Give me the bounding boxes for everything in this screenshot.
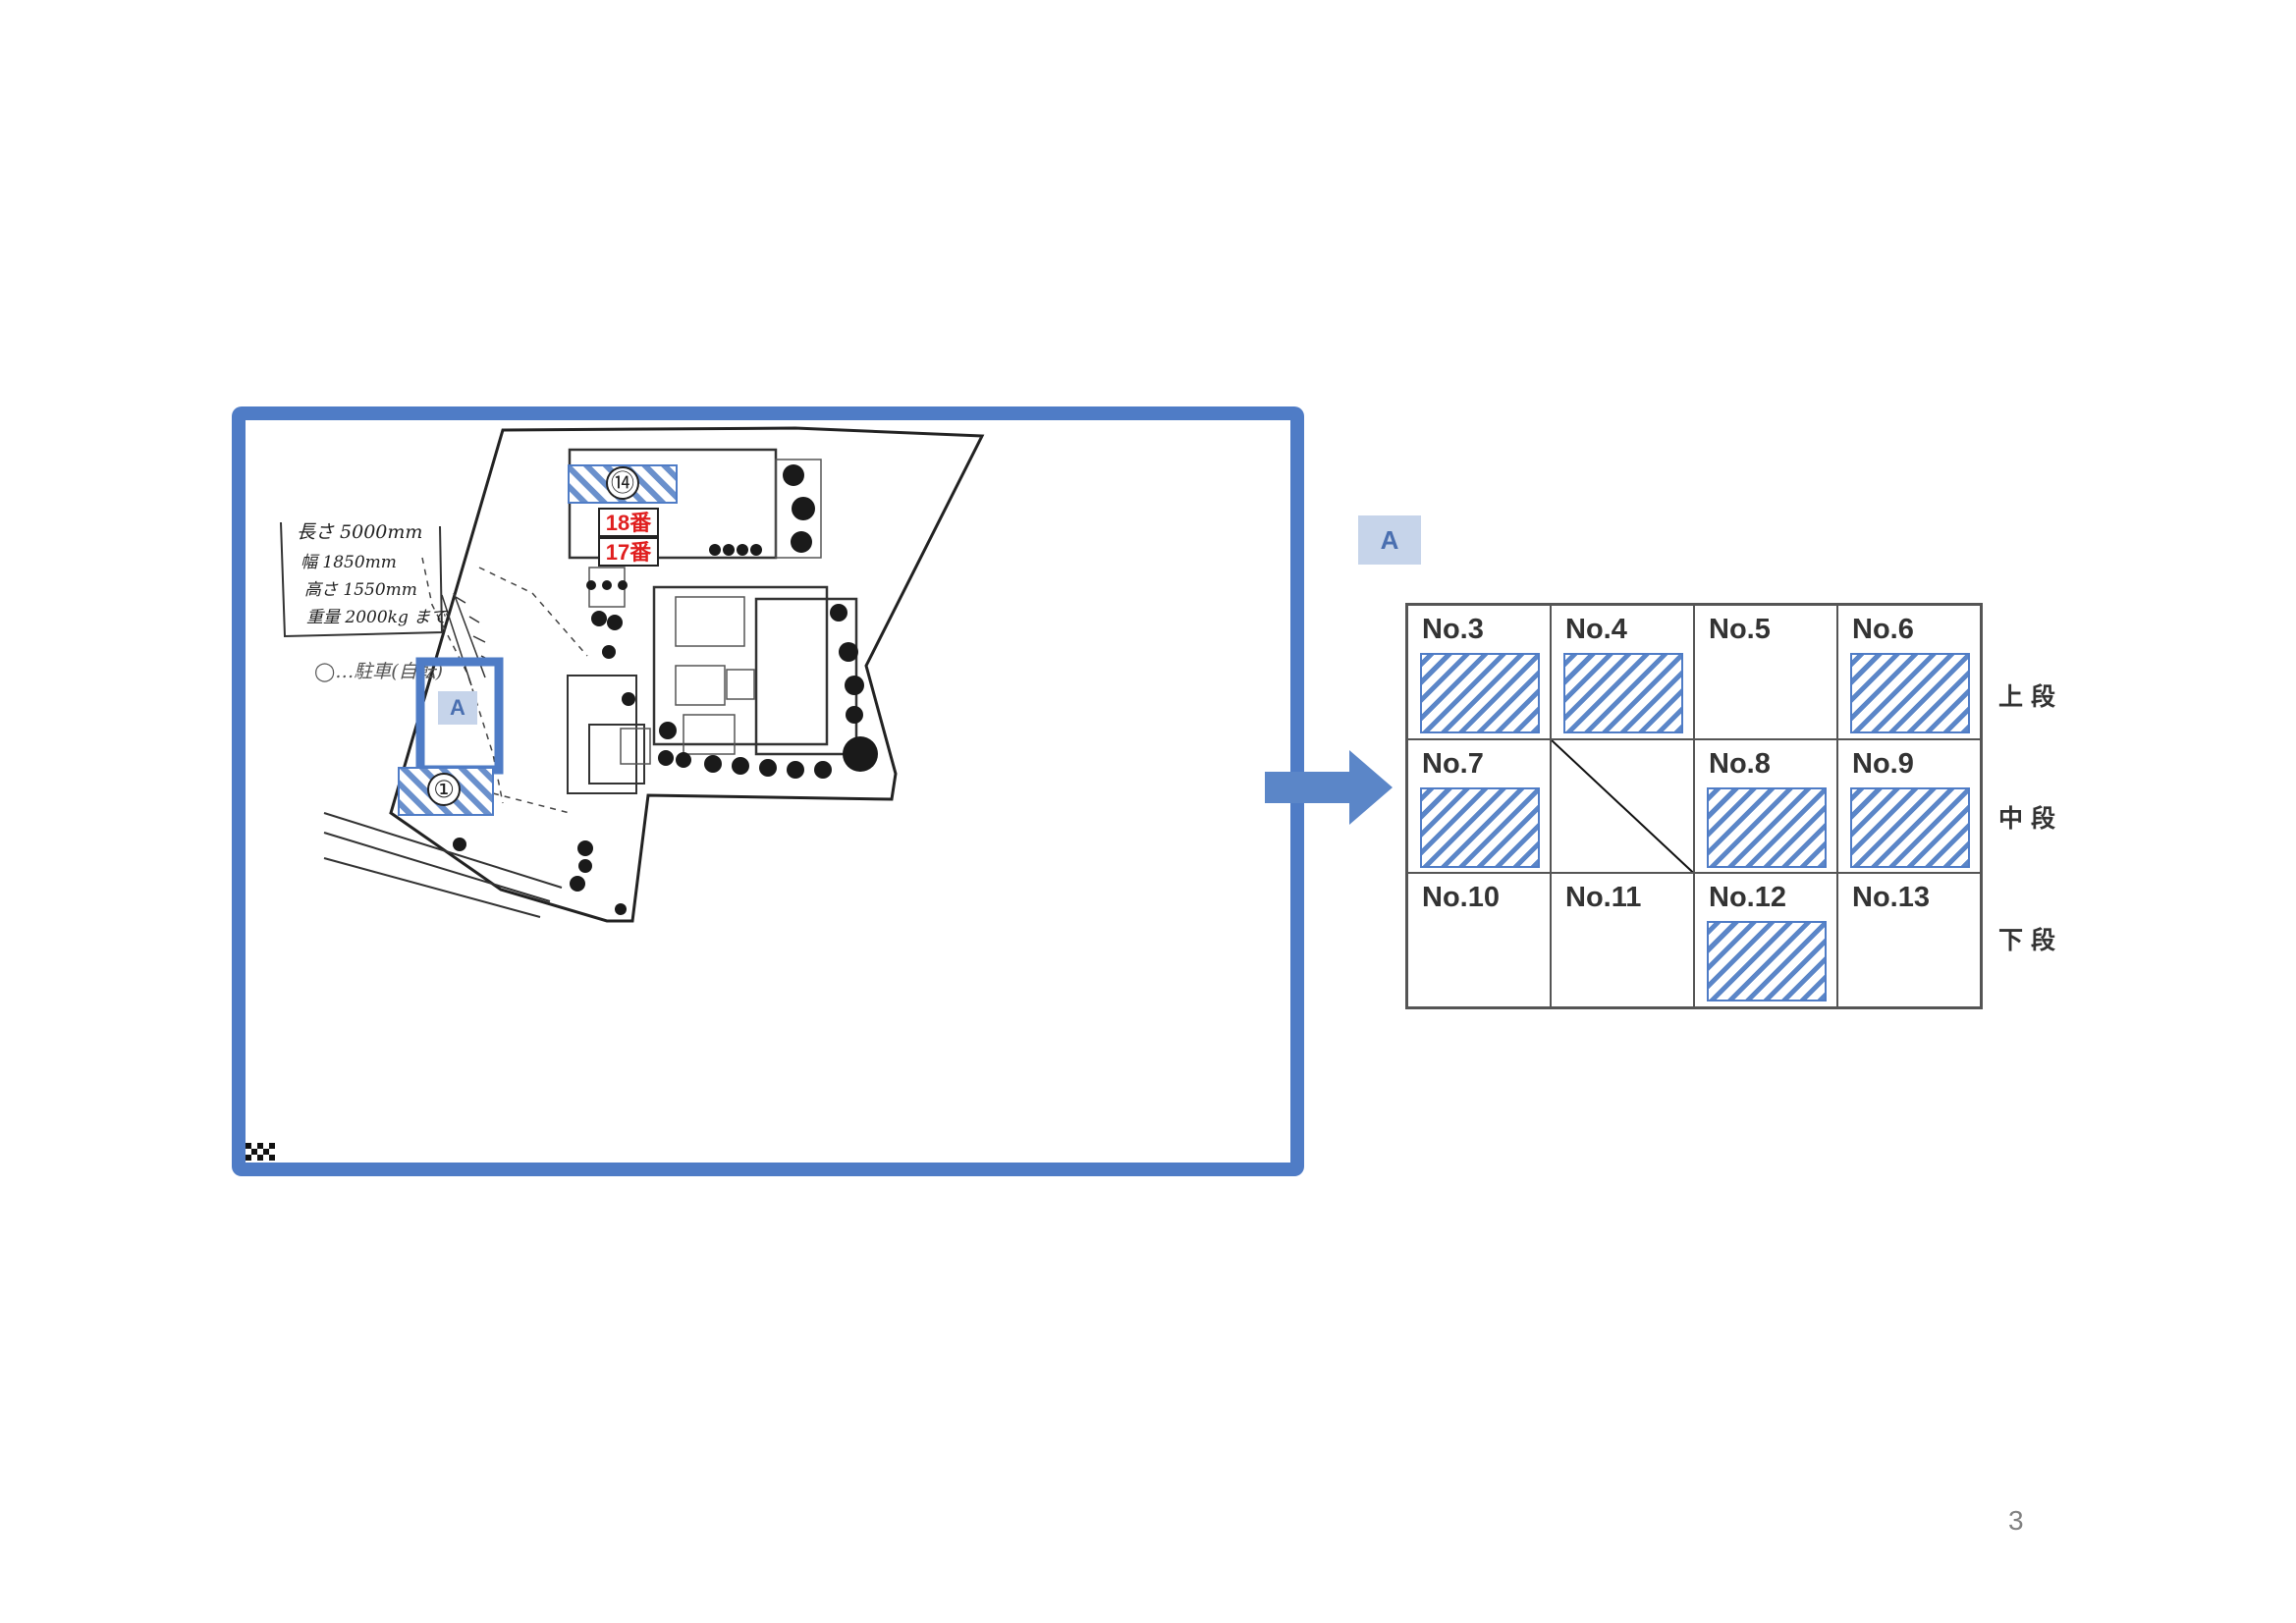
slot-no-3: No.3 — [1407, 605, 1551, 739]
building-entrance — [567, 675, 637, 794]
slot-occupied-hatch — [1563, 653, 1683, 733]
stall-1-circle — [427, 773, 461, 806]
note-weight: 重量 2000kg まで — [306, 608, 448, 627]
area-a-tag — [438, 691, 477, 725]
slot-no-9: No.9 — [1837, 738, 1981, 874]
building-east — [754, 597, 858, 756]
site-plan-frame: 長さ 5000mm 幅 1850mm 高さ 1550mm 重量 2000kg ま… — [232, 406, 1304, 1176]
note-height: 高さ 1550mm — [304, 580, 417, 600]
slot-label: No.7 — [1422, 747, 1484, 780]
page-number: 3 — [2008, 1505, 2024, 1536]
slot-no-11: No.11 — [1551, 873, 1694, 1007]
detail-area-tag: A — [1358, 515, 1421, 565]
slot-occupied-hatch — [1850, 653, 1970, 733]
label-18: 18番 — [606, 511, 652, 535]
slot-label: No.11 — [1565, 882, 1642, 914]
slot-no-13: No.13 — [1837, 873, 1981, 1007]
slot-label: No.13 — [1852, 882, 1930, 914]
slot-label: No.10 — [1422, 882, 1500, 914]
slot-label: No.12 — [1709, 882, 1786, 914]
slot-no-12: No.12 — [1694, 873, 1837, 1007]
stall-lines — [441, 592, 494, 686]
label-17: 17番 — [606, 540, 652, 565]
building-room-3 — [726, 669, 755, 700]
slot-no-5: No.5 — [1694, 605, 1837, 739]
slot-no-10: No.10 — [1407, 873, 1551, 1007]
slot-occupied-hatch — [1420, 653, 1540, 733]
slot-no-7: No.7 — [1407, 738, 1551, 874]
slot-label: No.9 — [1852, 747, 1914, 780]
stall-14-number: ⑭ — [611, 470, 634, 497]
tier-label-middle: 中段 — [1998, 805, 2064, 833]
slot-no-6: No.6 — [1837, 605, 1981, 739]
tier-label-upper: 上段 — [1998, 683, 2064, 711]
slot-occupied-hatch — [1707, 921, 1827, 1002]
slot-unavailable — [1551, 738, 1694, 874]
slot-label: No.4 — [1565, 614, 1627, 645]
slot-occupied-hatch — [1850, 786, 1970, 868]
note-length: 長さ 5000mm — [297, 521, 422, 543]
tier-label-lower: 下段 — [1998, 927, 2064, 954]
diagonal-slash-icon — [1552, 740, 1693, 873]
parking-slot-grid: No.3 No.4 No.5 No.6 No.7 No.8 No.9 No.10… — [1405, 603, 1983, 1009]
building-room-5 — [775, 459, 822, 559]
slot-label: No.3 — [1422, 614, 1484, 645]
label-18-box — [598, 508, 659, 537]
building-room-7 — [620, 728, 651, 765]
trees — [453, 464, 878, 915]
building-room-1 — [675, 596, 745, 647]
slot-occupied-hatch — [1420, 786, 1540, 868]
stall-14-circle — [606, 466, 639, 500]
note-parking: ◯…駐車(自転) — [314, 661, 443, 682]
area-a-letter: A — [450, 695, 465, 720]
stall-1-number: ① — [433, 777, 455, 803]
lot-outline — [389, 426, 985, 923]
slot-label: No.5 — [1709, 614, 1771, 645]
road-boundary — [323, 812, 563, 918]
slot-label: No.6 — [1852, 614, 1914, 645]
building-room-2 — [675, 665, 726, 706]
note-width: 幅 1850mm — [301, 553, 397, 572]
corner-checker-mark — [246, 1143, 275, 1161]
building-center — [652, 585, 829, 746]
right-arrow-icon — [1265, 750, 1393, 825]
site-plan-drawing: 長さ 5000mm 幅 1850mm 高さ 1550mm 重量 2000kg ま… — [246, 426, 985, 1161]
slot-label: No.8 — [1709, 747, 1771, 780]
building-lobby — [588, 724, 645, 784]
note-bracket — [280, 521, 444, 638]
slot-no-4: No.4 — [1551, 605, 1694, 739]
building-room-4 — [683, 714, 736, 755]
slot-occupied-hatch — [1707, 786, 1827, 868]
slot-no-8: No.8 — [1694, 738, 1837, 874]
label-17-box — [598, 537, 659, 567]
